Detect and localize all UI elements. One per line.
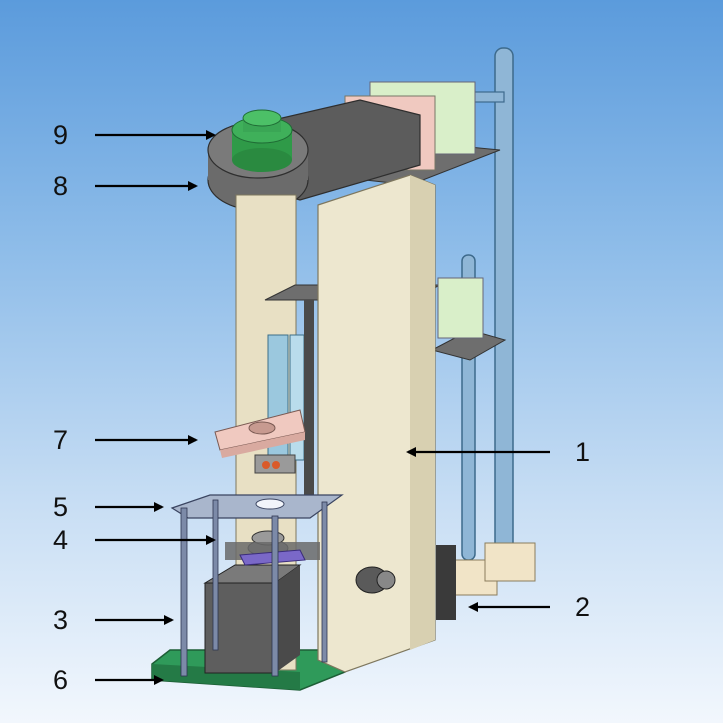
callout-label-5: 5: [53, 492, 69, 522]
column-knob: [355, 566, 396, 594]
leader-arrows: [95, 130, 550, 685]
callout-label-8: 8: [53, 171, 69, 201]
callout-label-6: 6: [53, 665, 69, 695]
callout-label-7: 7: [53, 425, 69, 455]
callout-label-9: 9: [53, 120, 69, 150]
main-column: [317, 174, 456, 673]
callout-label-2: 2: [575, 592, 591, 622]
callout-label-4: 4: [53, 525, 69, 555]
callout-label-3: 3: [53, 605, 69, 635]
vertical-rods: [454, 47, 536, 596]
green-cap: [231, 109, 293, 172]
pink-arm: [214, 409, 306, 474]
support-rods: [180, 499, 328, 677]
top-platform: [170, 494, 344, 519]
lower-block: [203, 564, 302, 674]
callout-label-1: 1: [575, 437, 591, 467]
